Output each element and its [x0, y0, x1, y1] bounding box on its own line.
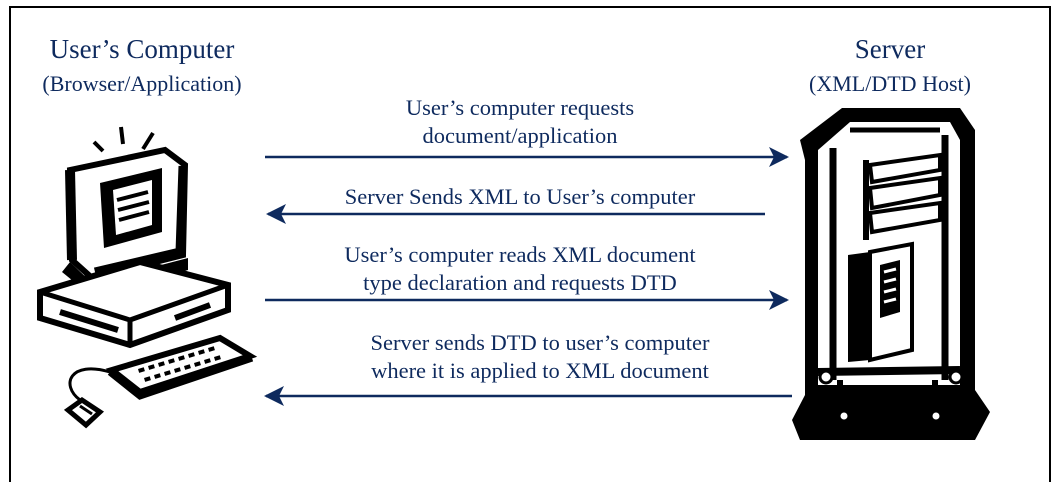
diagram-frame	[9, 6, 1051, 482]
message-3-line-2: type declaration and requests DTD	[363, 270, 677, 295]
message-3-line-1: User’s computer reads XML document	[344, 242, 696, 267]
computer-icon	[37, 126, 258, 429]
server-icon	[792, 108, 990, 440]
server-subtitle: (XML/DTD Host)	[809, 71, 971, 96]
client-title: User’s Computer	[49, 34, 235, 64]
client-subtitle: (Browser/Application)	[42, 71, 242, 96]
message-1-line-2: document/application	[422, 123, 618, 148]
message-1-line-1: User’s computer requests	[405, 95, 635, 120]
message-4-line-2: where it is applied to XML document	[371, 358, 709, 383]
message-2-line-1: Server Sends XML to User’s computer	[344, 184, 696, 209]
message-4-line-1: Server sends DTD to user’s computer	[370, 330, 710, 355]
server-title: Server	[854, 34, 926, 64]
